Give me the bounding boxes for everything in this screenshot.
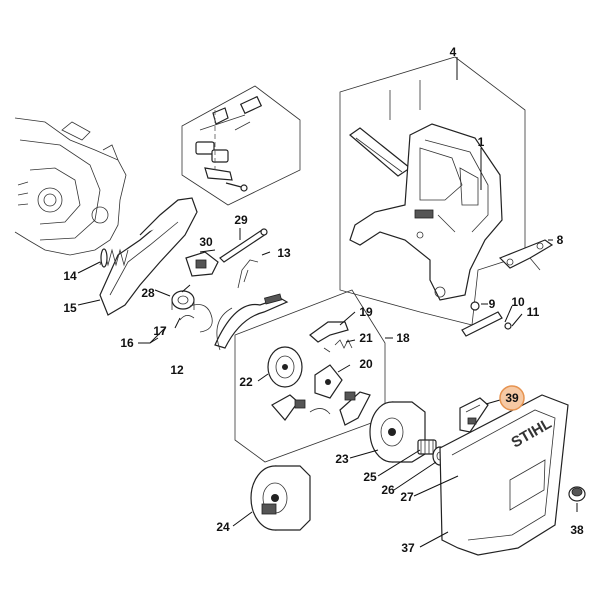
parts-16-17-clips [179, 304, 213, 333]
label-4: 4 [450, 45, 457, 59]
label-16: 16 [120, 336, 134, 350]
label-1: 1 [478, 135, 485, 149]
label-37: 37 [401, 541, 415, 555]
label-39: 39 [505, 391, 519, 405]
part-24-drum [250, 465, 311, 531]
label-23: 23 [335, 452, 349, 466]
label-27: 27 [400, 490, 414, 504]
part-39 [459, 397, 489, 433]
label-24: 24 [216, 520, 230, 534]
label-30: 30 [199, 235, 213, 249]
label-12: 12 [170, 363, 184, 377]
label-10: 10 [511, 295, 525, 309]
label-19: 19 [359, 305, 373, 319]
label-26: 26 [381, 483, 395, 497]
chain-brake-housing [99, 197, 198, 316]
label-14: 14 [63, 269, 77, 283]
part-23-clutch-drum [369, 401, 426, 463]
part-28-bushing [171, 290, 195, 310]
label-29: 29 [234, 213, 248, 227]
label-11: 11 [527, 305, 540, 319]
label-18: 18 [396, 331, 410, 345]
part-29-rod [219, 228, 268, 263]
label-17: 17 [153, 324, 167, 338]
label-25: 25 [363, 470, 377, 484]
part-30 [185, 251, 219, 277]
label-15: 15 [63, 301, 77, 315]
part-38-nut [568, 486, 586, 502]
chainsaw-body [14, 117, 127, 256]
label-13: 13 [277, 246, 291, 260]
label-9: 9 [489, 297, 496, 311]
linkage-detail-box [181, 85, 301, 206]
label-8: 8 [557, 233, 564, 247]
leader-lines [77, 57, 578, 548]
clutch-detail-box [234, 289, 386, 463]
part-8-lever [498, 239, 554, 271]
part-12-brake-band [214, 293, 289, 351]
label-20: 20 [359, 357, 373, 371]
label-21: 21 [359, 331, 373, 345]
label-22: 22 [239, 375, 253, 389]
part-13-spring-rod [237, 259, 259, 289]
part-37-sprocket-cover: STIHL [439, 394, 569, 556]
part-25-bearing [417, 439, 437, 455]
callout-labels: 4 1 8 9 10 11 29 30 13 14 15 28 17 16 12… [63, 45, 584, 555]
label-38: 38 [570, 523, 584, 537]
part-39-highlight [499, 385, 525, 411]
hand-guard-box [339, 56, 526, 326]
spring-14 [99, 248, 129, 268]
label-28: 28 [141, 286, 155, 300]
small-parts-9-10-11 [461, 301, 512, 337]
